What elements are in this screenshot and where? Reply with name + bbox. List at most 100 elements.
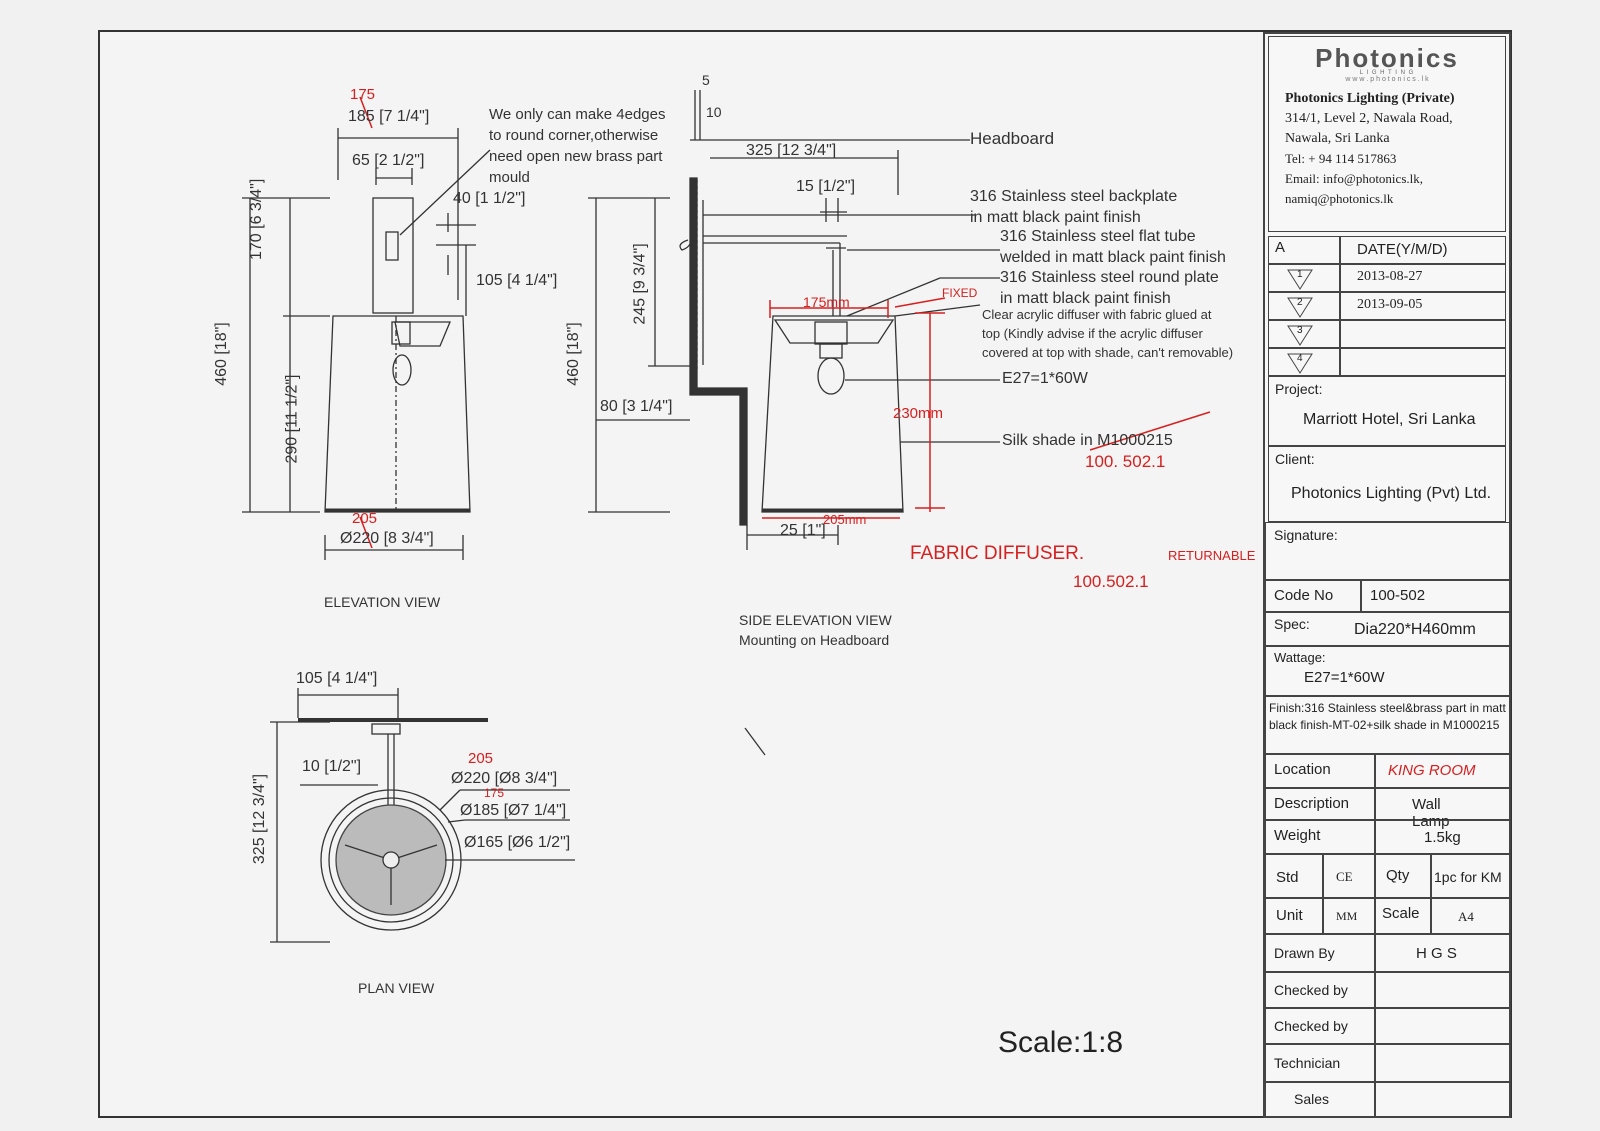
red-note-205mm: 205mm (823, 512, 867, 527)
rev-number: 4 (1297, 353, 1303, 364)
drawn-label: Drawn By (1265, 934, 1375, 972)
company-url: w w w . p h o t o n i c s . l k (1345, 76, 1429, 83)
plan-dim-325: 325 [12 3/4"] (251, 773, 269, 865)
rev-triangle-icon (1287, 269, 1313, 290)
dim-245: 245 [9 3/4"] (631, 243, 649, 325)
code-label: Code No (1265, 580, 1361, 612)
plan-dim-165: Ø165 [Ø6 1/2"] (464, 834, 571, 851)
rev-triangle-icon (1287, 297, 1313, 318)
checked-value-1 (1375, 972, 1511, 1008)
rev-triangle-icon (1287, 325, 1313, 346)
plan-lamp (298, 718, 488, 931)
plan-dim-105: 105 [4 1/4"] (296, 670, 378, 687)
technician-label: Technician (1265, 1044, 1375, 1082)
location-label: Location (1265, 754, 1375, 788)
qty-label: Qty (1375, 854, 1431, 898)
rev-number: 3 (1297, 325, 1303, 336)
code-value: 100-502 (1361, 580, 1511, 612)
dim-15: 15 [1/2"] (796, 178, 856, 195)
checked-label-1: Checked by (1265, 972, 1375, 1008)
red-note-returnable: RETURNABLE (1168, 548, 1256, 563)
drawn-value: H G S (1375, 934, 1511, 972)
std-label: Std (1265, 854, 1323, 898)
dim-40: 40 [1 1/2"] (453, 190, 526, 207)
elevation-dimensions (242, 128, 491, 560)
dim-290: 290 [11 1/2"] (283, 374, 301, 464)
rev-row-2: 2 (1268, 292, 1340, 320)
plan-view-title: PLAN VIEW (358, 980, 435, 996)
rev-row-4: 4 (1268, 348, 1340, 376)
wattage-value: E27=1*60W (1304, 669, 1385, 686)
red-note-205: 205 (352, 510, 378, 527)
weight-label: Weight (1265, 820, 1375, 854)
rev-number: 1 (1297, 269, 1303, 280)
rev-triangle-icon (1287, 353, 1313, 374)
spec-label: Spec: (1274, 616, 1310, 632)
signature-label: Signature: (1274, 527, 1338, 543)
weight-value: 1.5kg (1375, 820, 1511, 854)
dim-10: 10 (706, 104, 722, 120)
dim-105: 105 [4 1/4"] (476, 272, 558, 289)
dim-65: 65 [2 1/2"] (352, 152, 425, 169)
company-box: Photonics L I G H T I N G w w w . p h o … (1268, 36, 1506, 232)
elevation-view-title: ELEVATION VIEW (324, 594, 441, 610)
company-name: Photonics Lighting (Private) (1285, 91, 1455, 106)
company-address-1: 314/1, Level 2, Nawala Road, (1285, 111, 1453, 126)
spec-box: Spec: Dia220*H460mm (1265, 612, 1511, 646)
technician-value (1375, 1044, 1511, 1082)
project-label: Project: (1275, 381, 1323, 397)
client-box: Client: Photonics Lighting (Pvt) Ltd. (1268, 446, 1506, 522)
company-email-1: Email: info@photonics.lk, (1285, 171, 1423, 186)
side-elevation-subtitle: Mounting on Headboard (739, 632, 890, 648)
company-email-2: namiq@photonics.lk (1285, 191, 1394, 206)
description-label: Description (1265, 788, 1375, 820)
elevation-lamp (324, 197, 471, 513)
checked-label-2: Checked by (1265, 1008, 1375, 1044)
company-address-2: Nawala, Sri Lanka (1285, 131, 1390, 146)
plan-dim-10: 10 [1/2"] (302, 758, 362, 775)
description-value: Wall Lamp (1375, 788, 1511, 830)
headboard-label: Headboard (970, 129, 1055, 148)
red-note-plan-175: 175 (484, 786, 505, 800)
bulb-note: E27=1*60W (1002, 370, 1088, 387)
company-logo-sub: L I G H T I N G (1359, 70, 1415, 76)
red-note-fixed: FIXED (942, 286, 978, 300)
project-value: Marriott Hotel, Sri Lanka (1303, 411, 1476, 428)
dim-170: 170 [6 3/4"] (248, 178, 265, 260)
red-note-code-1: 100. 502.1 (1085, 452, 1166, 471)
signature-box: Signature: (1265, 522, 1511, 580)
side-elevation-view-title: SIDE ELEVATION VIEW (739, 612, 892, 628)
red-note-230mm: 230mm (893, 405, 944, 422)
client-value: Photonics Lighting (Pvt) Ltd. (1291, 485, 1492, 502)
diffuser-note: Clear acrylic diffuser with fabric glued… (982, 307, 1234, 360)
side-elevation-dimensions (588, 150, 1000, 550)
rev-row-3: 3 (1268, 320, 1340, 348)
unit-value: MM (1323, 898, 1375, 934)
dim-325: 325 [12 3/4"] (746, 142, 837, 159)
rev-date-4 (1340, 348, 1506, 376)
plan-dim-220: Ø220 [Ø8 3/4"] (451, 770, 558, 787)
red-note-fabric-diffuser: FABRIC DIFFUSER. (910, 543, 1085, 564)
dim-185: 185 [7 1/4"] (348, 108, 430, 125)
company-tel: Tel: + 94 114 517863 (1285, 151, 1397, 166)
sales-label: Sales (1265, 1082, 1375, 1118)
rev-number: 2 (1297, 297, 1303, 308)
location-value: KING ROOM (1375, 754, 1511, 788)
shade-note: Silk shade in M1000215 (1002, 432, 1173, 449)
rev-header-a: A (1268, 236, 1340, 264)
red-markups (359, 96, 1211, 549)
plan-dimensions (270, 688, 766, 943)
wattage-box: Wattage: E27=1*60W (1265, 646, 1511, 696)
std-value: CE (1323, 854, 1375, 898)
drawing-scale: Scale:1:8 (998, 1026, 1124, 1059)
rev-row-1: 1 (1268, 264, 1340, 292)
title-block (1263, 32, 1511, 1118)
dim-460-elev: 460 [18"] (212, 322, 230, 386)
wattage-label: Wattage: (1274, 650, 1326, 665)
plan-dim-185: Ø185 [Ø7 1/4"] (460, 802, 567, 819)
sales-value (1375, 1082, 1511, 1118)
